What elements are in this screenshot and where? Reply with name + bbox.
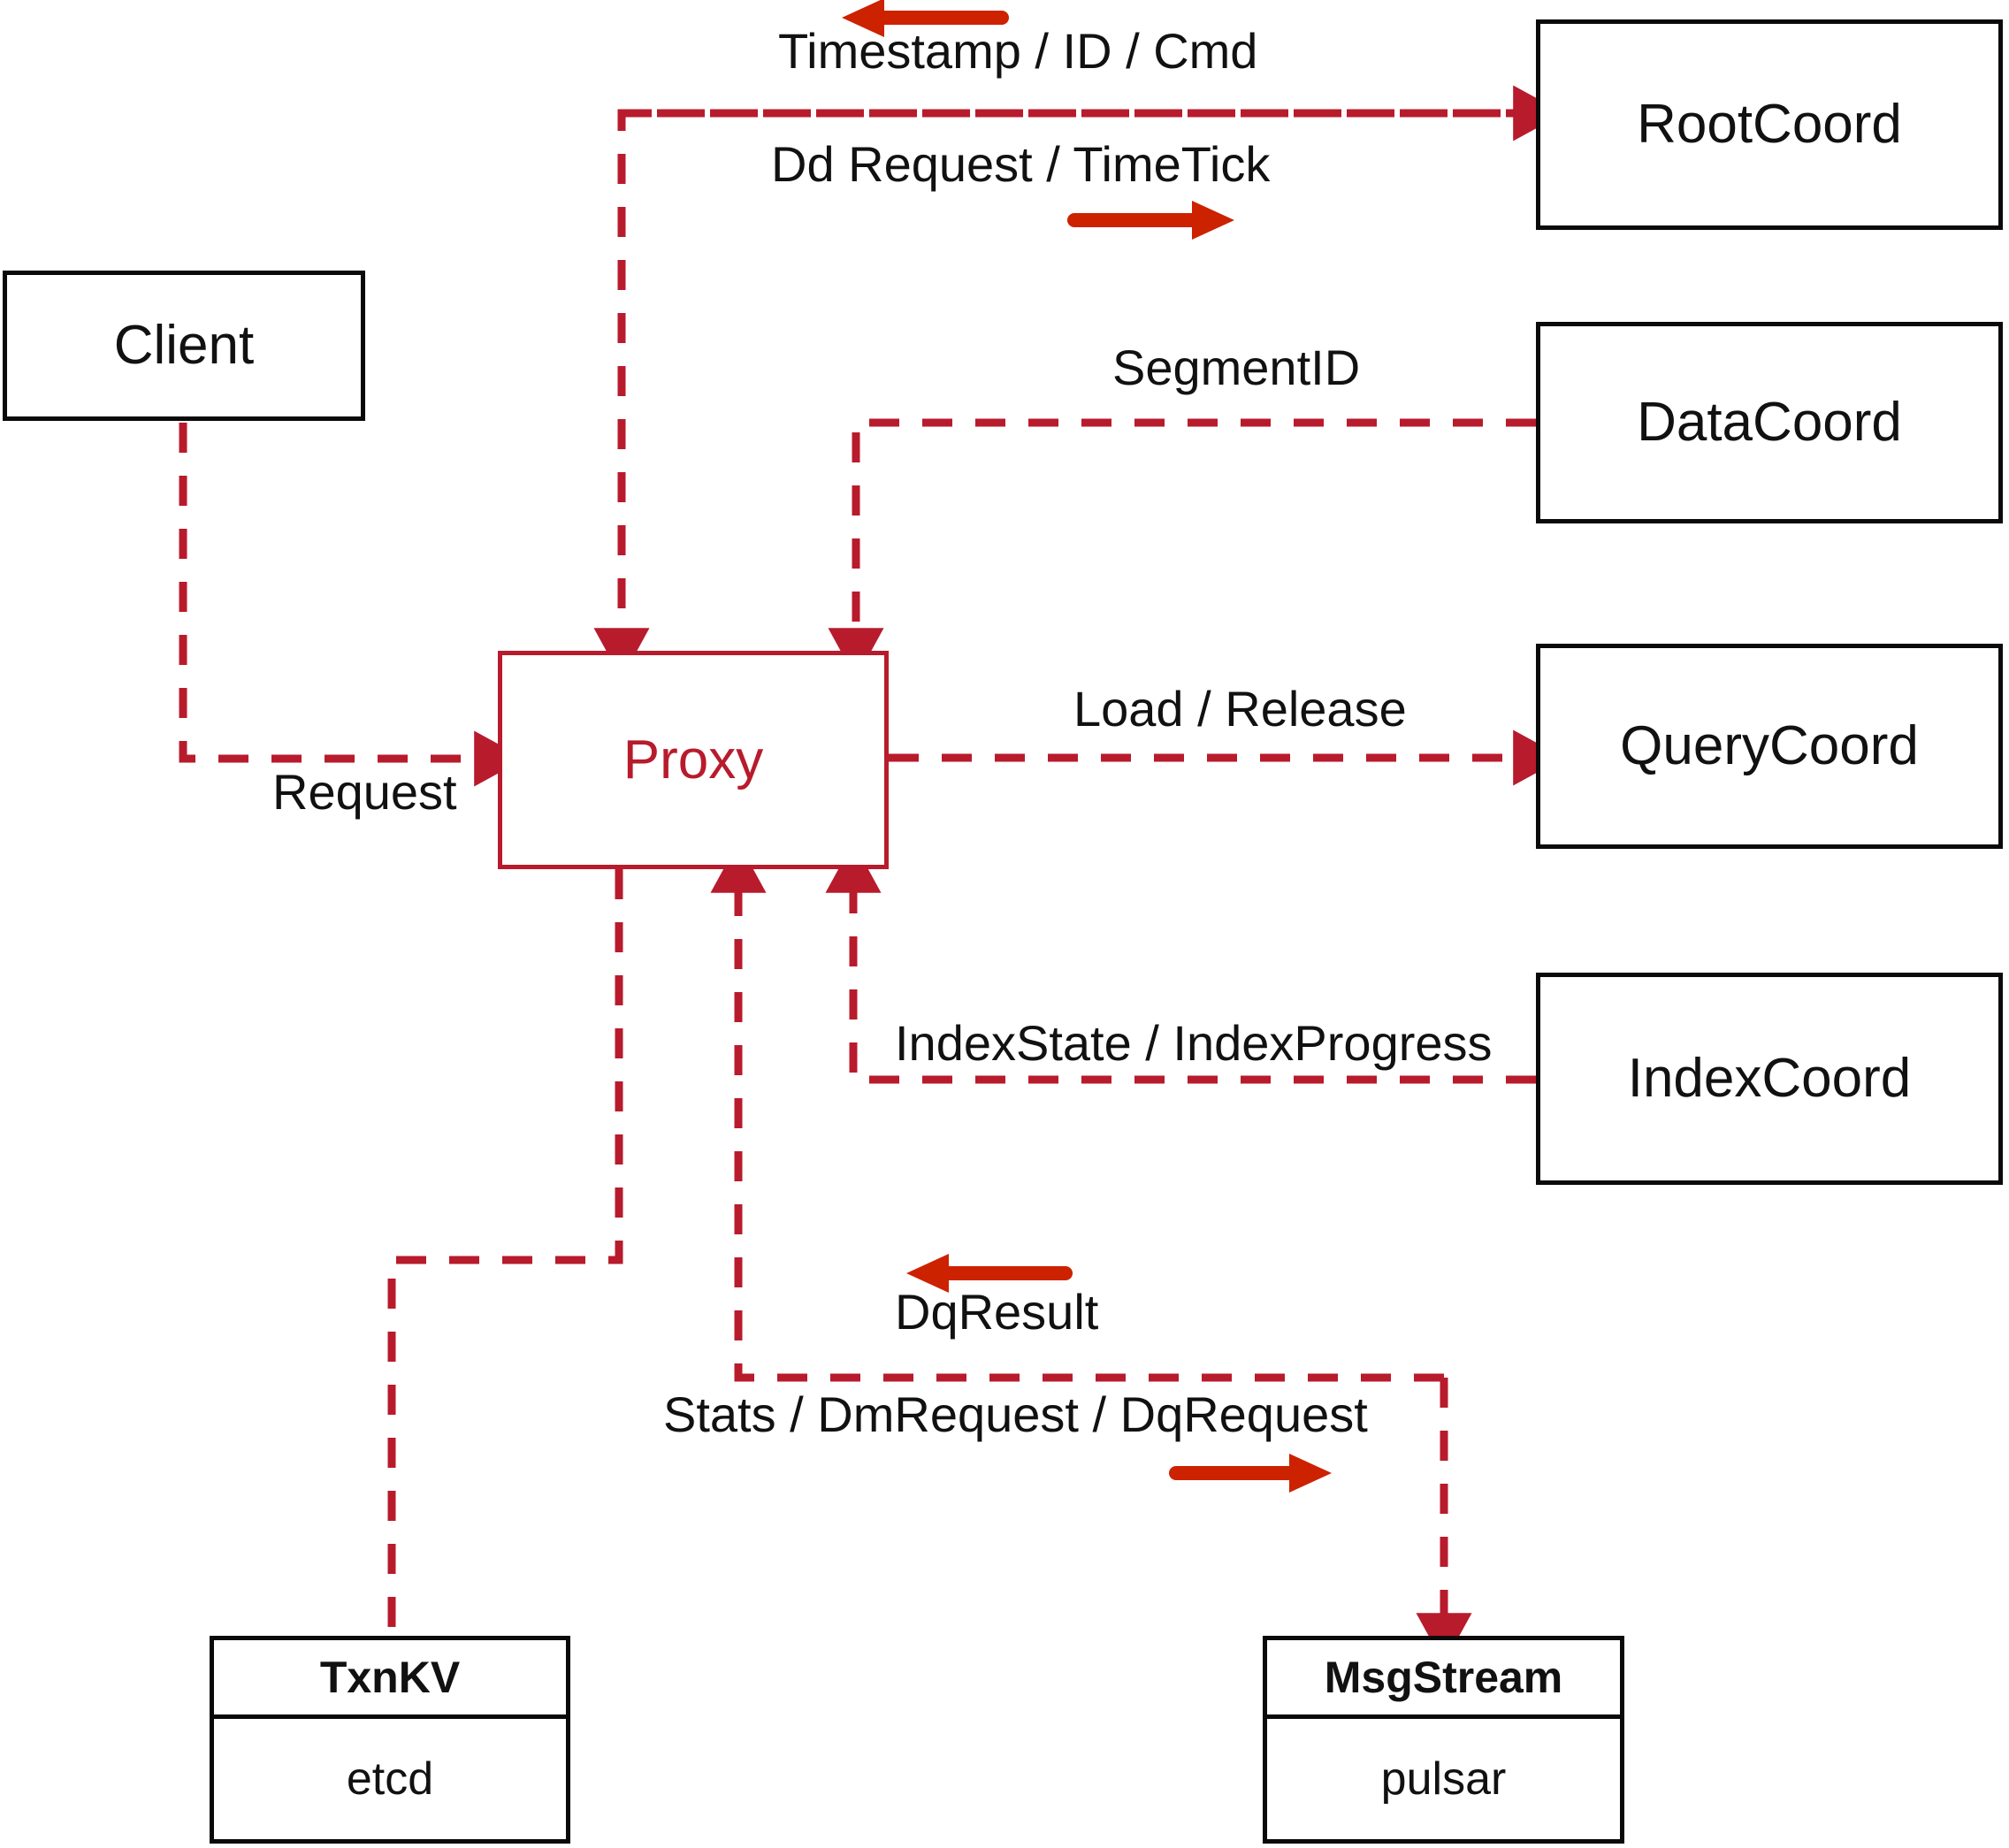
node-msgstream-header: MsgStream <box>1267 1640 1620 1719</box>
node-proxy[interactable]: Proxy <box>498 651 889 869</box>
node-querycoord-label: QueryCoord <box>1620 715 1919 776</box>
node-msgstream-impl: pulsar <box>1380 1753 1507 1805</box>
node-proxy-label: Proxy <box>623 729 764 790</box>
edge-label-dd-request-timetick: Dd Request / TimeTick <box>771 136 1271 192</box>
node-datacoord[interactable]: DataCoord <box>1536 322 2003 523</box>
node-rootcoord-label: RootCoord <box>1637 94 1902 155</box>
node-rootcoord[interactable]: RootCoord <box>1536 19 2003 230</box>
edge-label-dq-result: DqResult <box>895 1284 1099 1340</box>
node-client-label: Client <box>113 315 255 376</box>
edge-rootcoord-to-proxy <box>593 109 1536 679</box>
node-txnkv-impl: etcd <box>346 1753 434 1805</box>
edge-client-to-proxy <box>179 423 525 787</box>
node-datacoord-label: DataCoord <box>1637 392 1902 453</box>
edge-label-index-state-progress: IndexState / IndexProgress <box>895 1015 1493 1071</box>
node-msgstream-body: pulsar <box>1267 1719 1620 1839</box>
node-msgstream-title: MsgStream <box>1324 1653 1563 1702</box>
node-indexcoord[interactable]: IndexCoord <box>1536 973 2003 1185</box>
node-txnkv-title: TxnKV <box>319 1653 461 1702</box>
edge-label-stats-dm-dq-request: Stats / DmRequest / DqRequest <box>663 1386 1368 1442</box>
direction-arrow-ddrequest-right <box>1067 201 1234 240</box>
node-msgstream[interactable]: MsgStream pulsar <box>1263 1636 1624 1844</box>
node-txnkv[interactable]: TxnKV etcd <box>210 1636 570 1844</box>
edge-datacoord-to-proxy <box>828 418 1536 679</box>
edge-label-request: Request <box>272 764 457 820</box>
node-txnkv-body: etcd <box>214 1719 566 1839</box>
node-querycoord[interactable]: QueryCoord <box>1536 644 2003 849</box>
edge-label-timestamp-id-cmd: Timestamp / ID / Cmd <box>778 23 1258 79</box>
node-txnkv-header: TxnKV <box>214 1640 566 1719</box>
node-client[interactable]: Client <box>3 271 365 421</box>
edge-proxy-to-txnkv <box>387 869 623 1636</box>
direction-arrow-dqrequest-right <box>1169 1454 1332 1493</box>
node-indexcoord-label: IndexCoord <box>1627 1048 1912 1109</box>
edge-label-load-release: Load / Release <box>1073 681 1407 737</box>
edge-label-segment-id: SegmentID <box>1112 340 1361 395</box>
